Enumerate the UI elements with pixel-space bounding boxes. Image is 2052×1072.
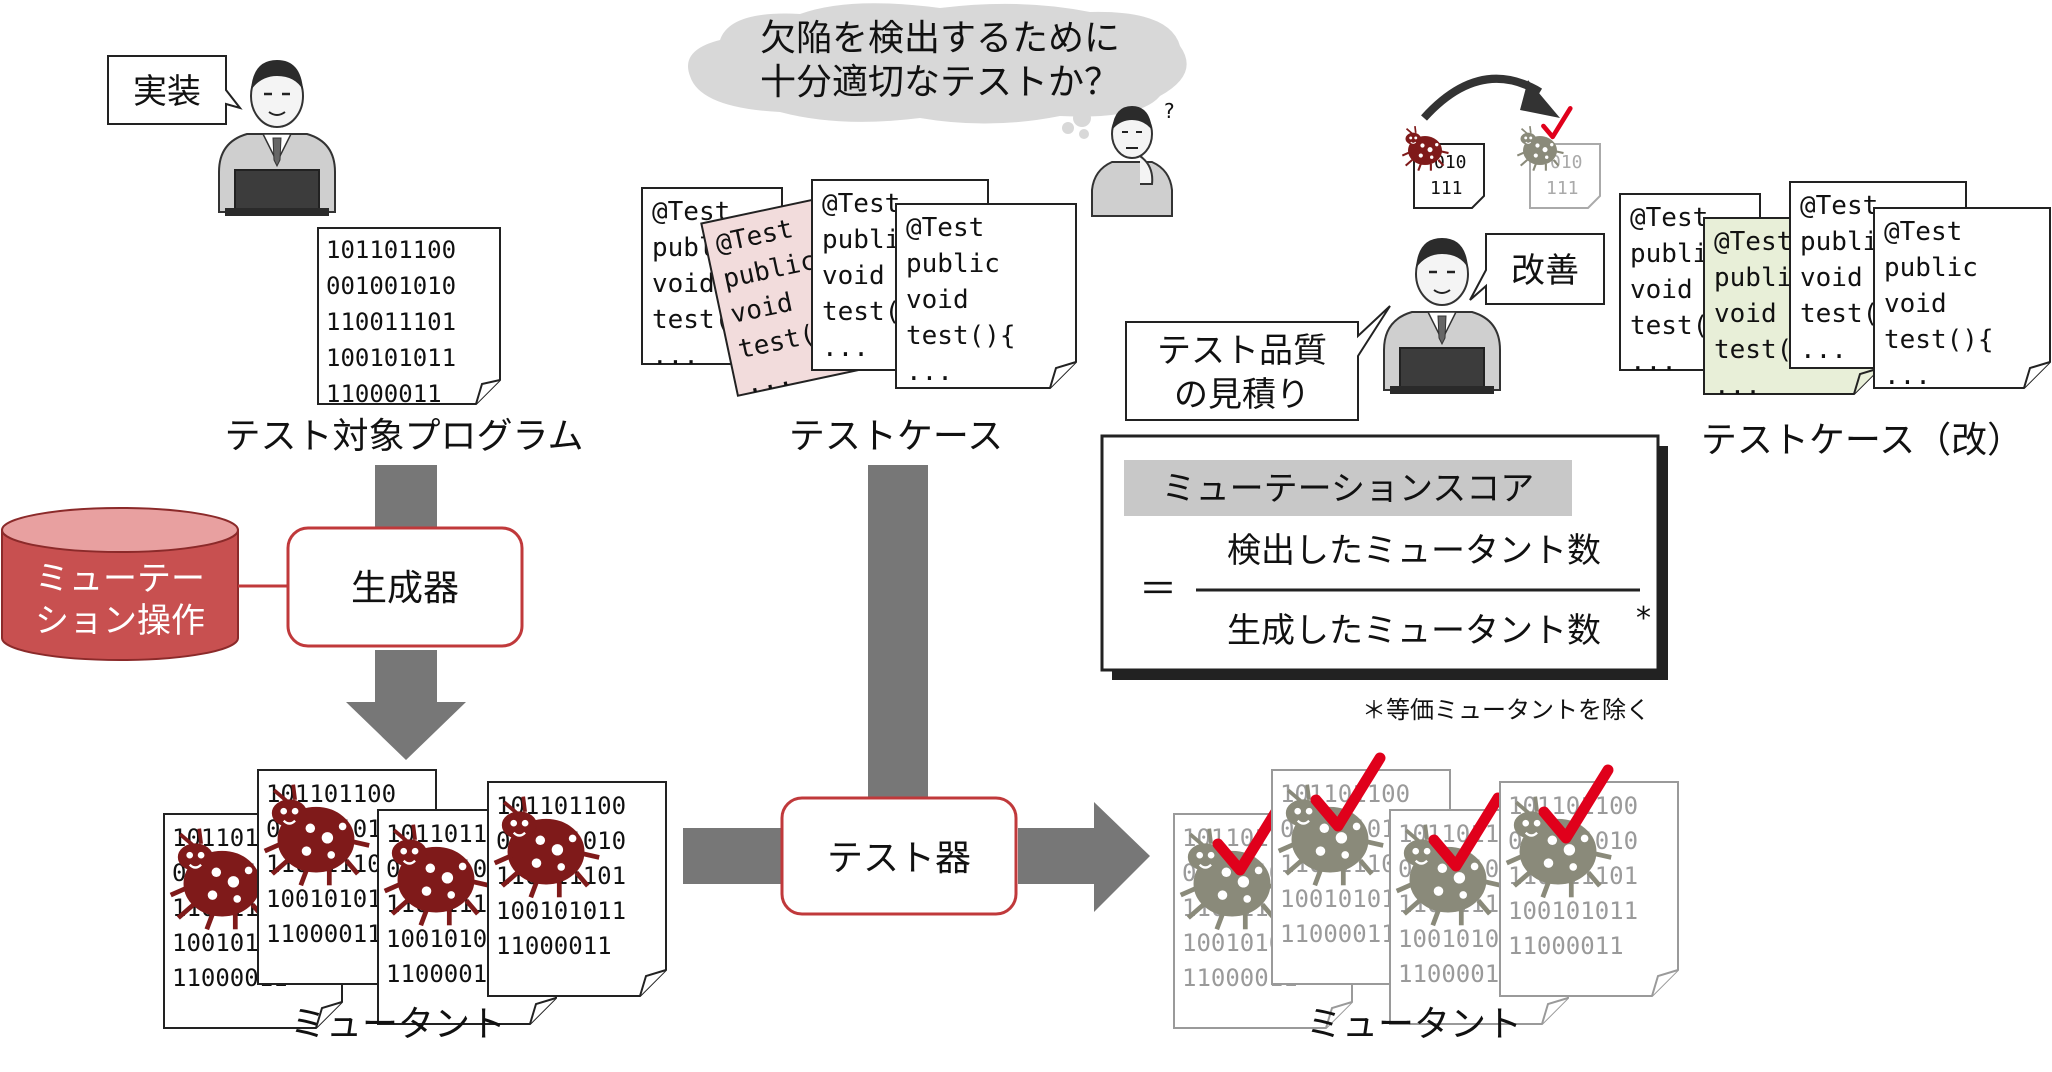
developer-figure [217,58,337,218]
mutant-code-line: 100101011 [496,897,626,925]
bug-fix-transition: 010 111 010 111 [1401,74,1601,209]
arrow-generator-to-mutants [346,650,466,760]
mutation-operator-database: ミューテー ション操作 [1,507,239,661]
formula-footnote: ＊等価ミュータントを除く [1362,696,1650,724]
mutant-code-line: 100101011 [1280,885,1410,913]
arrow-program-to-generator [375,465,437,535]
mutation-score-title: ミューテーションスコア [1162,469,1535,509]
mutant-document: 1011011000010010101100111011001010111100… [487,781,667,997]
improve-label: 改善 [1511,251,1579,291]
test-code-line: @Test [1714,227,1792,257]
improving-developer-figure [1382,236,1502,396]
test-code-line: void [1800,263,1863,293]
small-binary-before-2: 111 [1430,178,1463,199]
test-code-line: void [906,285,969,315]
test-code-line: void [1714,299,1777,329]
mutant-document: 1011011000010010101100111011001010111100… [1499,770,1679,997]
small-red-bug-icon [1401,125,1450,172]
generator-label: 生成器 [351,568,459,609]
test-code-line: @Test [906,213,984,243]
thought-cloud: 欠陥を検出するために 十分適切なテストか？ [688,3,1187,139]
generator-box: 生成器 [286,526,524,648]
test-cases-improved-label: テストケース（改） [1701,420,2023,461]
tester-box: テスト器 [780,796,1018,916]
test-code-line: void [652,269,715,299]
test-code-line: @Test [1884,217,1962,247]
mutant-code-line: 11000011 [1280,920,1396,948]
mutant-code-line: 11000011 [266,920,382,948]
improved-test-case-cards: @Testpublicvoidtest(){...@Testpublicvoid… [1619,181,2051,401]
test-code-line: @Test [1800,191,1878,221]
arrow-testcases-down [868,465,928,800]
test-code-line: ... [1800,335,1847,365]
mutant-code-line: 100101011 [266,885,396,913]
program-code-line: 100101011 [326,344,456,372]
improved-test-case-card: @Test public void test(){... [1873,207,2051,391]
test-code-line: ... [1714,371,1761,401]
program-code-line: 110011101 [326,308,456,336]
test-code-line: ... [652,341,699,371]
curved-arrow [1421,74,1543,121]
database-label-line1: ミューテー [35,559,205,599]
test-cases-label: テストケース [789,416,1003,457]
mutant-documents-right: 1011011000010010101100111011001010111100… [1173,758,1679,1029]
small-binary-after-1: 010 [1550,152,1583,173]
thinking-person-figure: ? [1091,99,1175,217]
formula-numerator: 検出したミュータント数 [1227,531,1601,571]
mutant-documents-left: 1011011000010010101100111011001010111100… [163,769,667,1029]
test-code-line: void [822,261,885,291]
improve-speech-bubble: 改善 [1469,233,1605,305]
implement-speech-bubble: 実装 [107,55,243,125]
mutant-code-line: 11000011 [1398,960,1514,988]
question-line1: 欠陥を検出するために [760,18,1120,59]
mutants-left-label: ミュータント [290,1004,506,1045]
tester-label: テスト器 [827,838,971,879]
thinking-question-mark: ? [1164,99,1175,123]
program-code-line: 001001010 [326,272,456,300]
test-code-line: ... [822,333,869,363]
small-binary-before-1: 010 [1434,152,1467,173]
formula-denominator: 生成したミュータント数 [1227,611,1601,651]
test-code-line: ... [1630,347,1677,377]
test-code-line: ... [1884,361,1931,391]
estimate-line1: テスト品質 [1157,331,1327,371]
test-code-line: void [1630,275,1693,305]
mutant-code-line: 11000011 [496,932,612,960]
target-program-label: テスト対象プログラム [225,416,584,457]
program-code-line: 11000011 [326,380,442,408]
mutant-code-line: 11000011 [1508,932,1624,960]
implement-label: 実装 [133,72,201,112]
mutation-score-box: ミューテーションスコア ＝ 検出したミュータント数 生成したミュータント数 * [1100,434,1668,680]
test-case-cards: @Testpublicvoidtest(){...@Testpublicvoid… [641,179,1077,400]
mutants-right-label: ミュータント [1306,1004,1522,1045]
estimate-speech-bubble: テスト品質 の見積り [1125,305,1391,421]
test-code-line: ... [906,357,953,387]
arrow-mutants-to-tester [683,828,783,884]
formula-equals: ＝ [1139,567,1177,611]
database-label-line2: ション操作 [35,601,205,641]
test-code-line: @Test [1630,203,1708,233]
arrow-tester-to-mutants [1018,802,1150,912]
test-case-card: @Test public void test(){... [895,203,1077,389]
formula-asterisk: * [1636,601,1651,636]
test-code-line: test(){ [906,321,1016,351]
mutant-code-line: 11000011 [386,960,502,988]
target-program-document: 101101100 001001010 110011101 100101011 1100… [317,227,501,408]
mutant-code-line: 100101011 [1508,897,1638,925]
test-code-line: public [1884,253,1978,283]
estimate-line2: の見積り [1174,375,1310,415]
test-code-line: void [1884,289,1947,319]
test-code-line: public [906,249,1000,279]
test-code-line: @Test [822,189,900,219]
program-code-line: 101101100 [326,236,456,264]
small-binary-after-2: 111 [1546,178,1579,199]
test-code-line: test(){ [1884,325,1994,355]
question-line2: 十分適切なテストか？ [760,62,1120,103]
